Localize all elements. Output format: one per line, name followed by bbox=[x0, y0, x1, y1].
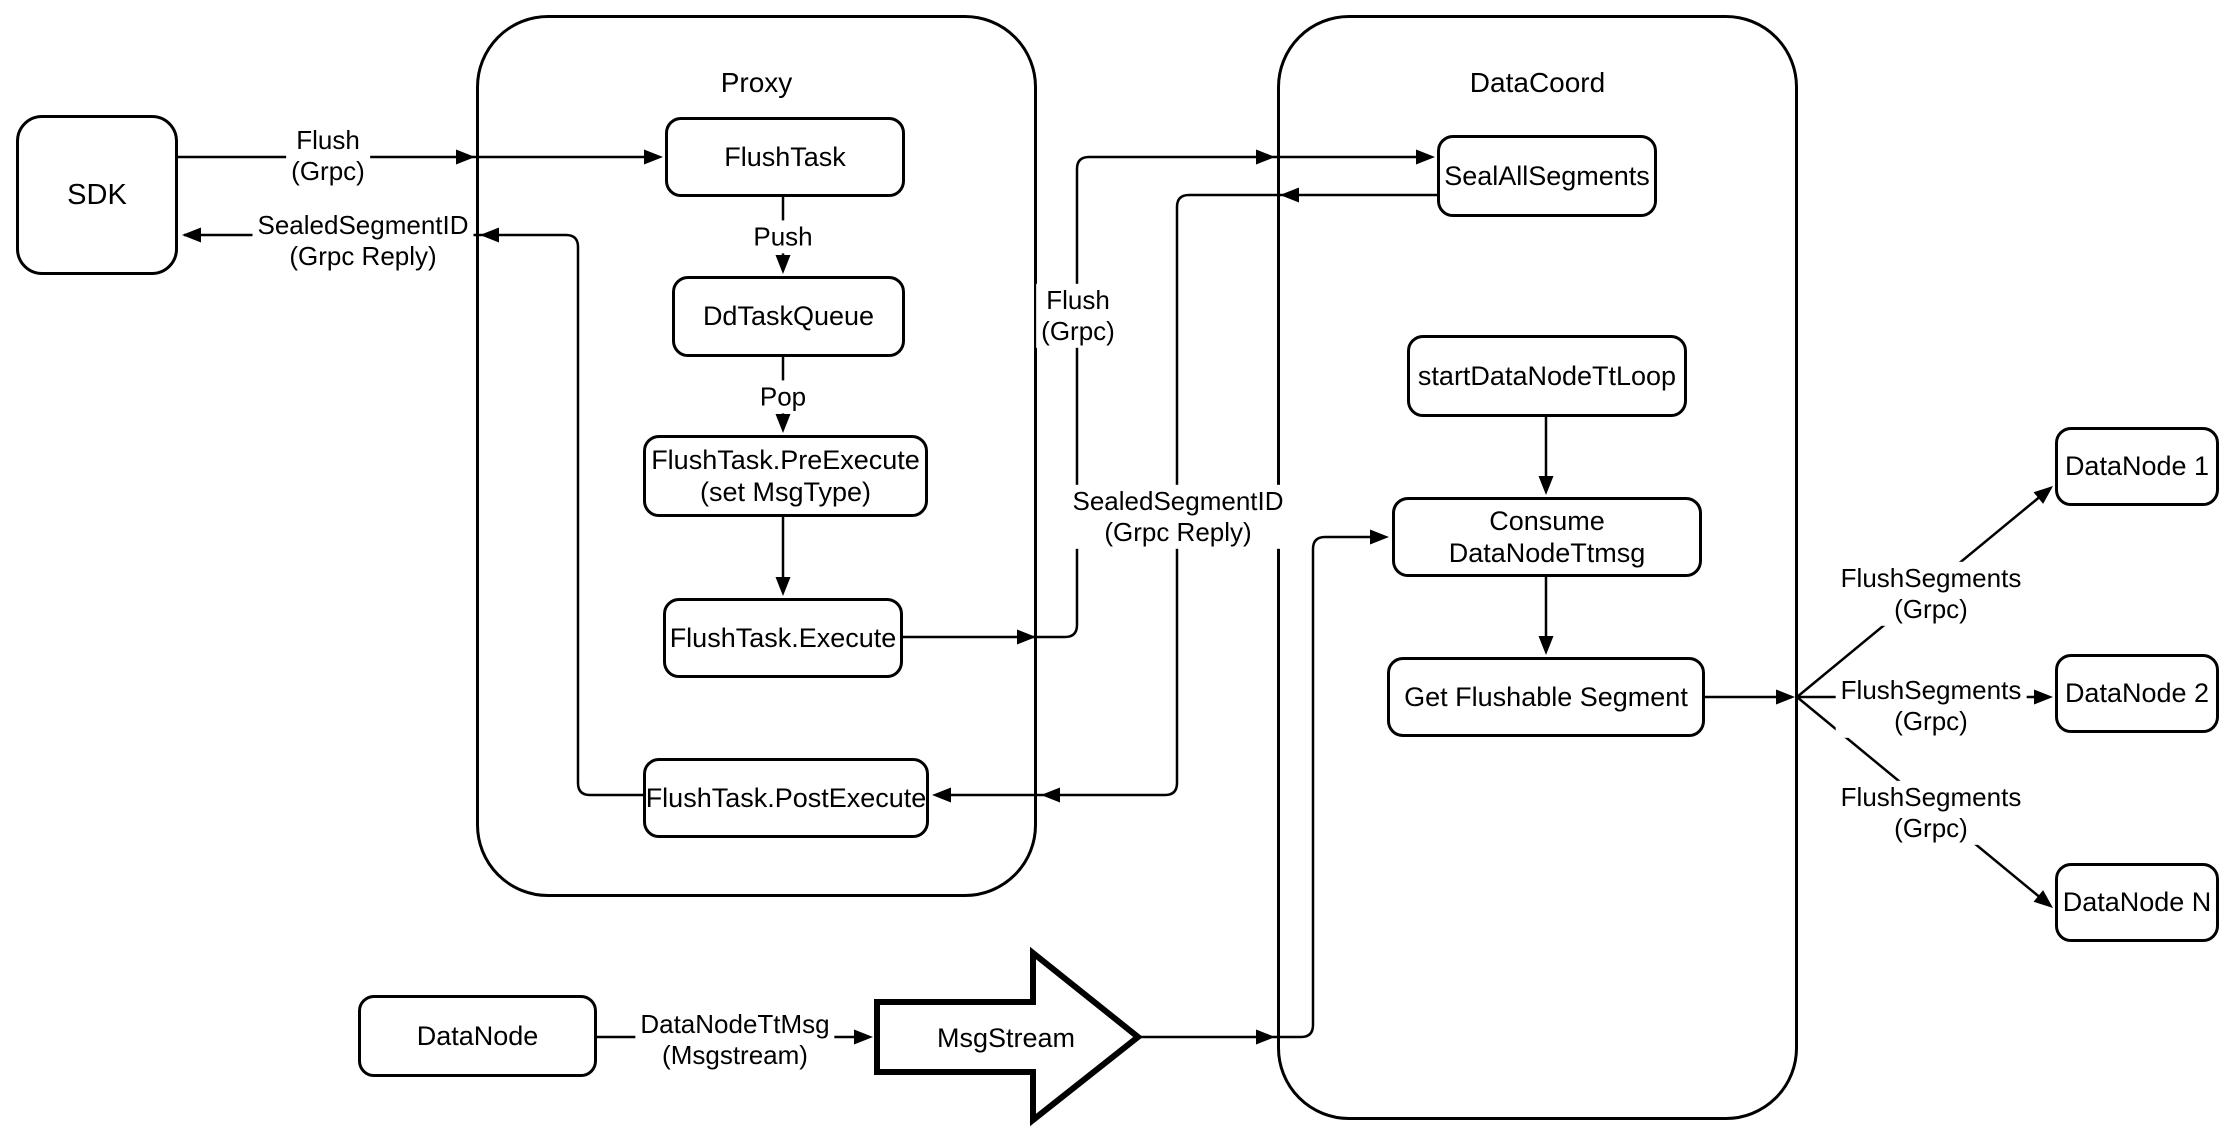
arrowhead bbox=[2033, 486, 2053, 504]
node-datanode-n: DataNode N bbox=[2055, 863, 2219, 942]
label-push: Push bbox=[748, 220, 818, 254]
arrowhead bbox=[456, 149, 475, 165]
arrowheads bbox=[182, 149, 2053, 1045]
label-datanode-tt-msg: DataNodeTtMsg (Msgstream) bbox=[635, 1007, 835, 1073]
node-flushtask-execute: FlushTask.Execute bbox=[663, 598, 903, 678]
node-consume-datanode-ttmsg: Consume DataNodeTtmsg bbox=[1392, 497, 1702, 577]
arrowhead bbox=[854, 1029, 873, 1045]
node-datanode-source: DataNode bbox=[358, 995, 597, 1077]
edge-msgstream-to-consume bbox=[1138, 535, 1385, 1039]
edge-postexecute-to-sdk bbox=[184, 233, 645, 797]
arrowhead bbox=[1538, 636, 1554, 655]
arrowhead bbox=[1280, 187, 1299, 203]
node-get-flushable-segment: Get Flushable Segment bbox=[1387, 657, 1705, 737]
label-sealed-segment-id-sdk: SealedSegmentID (Grpc Reply) bbox=[252, 208, 474, 274]
arrowhead bbox=[1017, 629, 1036, 645]
node-msgstream-label: MsgStream bbox=[936, 1022, 1076, 1053]
node-sdk: SDK bbox=[16, 115, 178, 275]
label-sealed-segment-id-reply: SealedSegmentID (Grpc Reply) bbox=[1067, 484, 1289, 550]
node-start-datanode-tt-loop: startDataNodeTtLoop bbox=[1407, 335, 1687, 417]
arrowhead bbox=[182, 227, 201, 243]
arrowhead bbox=[1256, 1029, 1275, 1045]
arrowhead bbox=[1041, 787, 1060, 803]
node-flush-task: FlushTask bbox=[665, 117, 905, 197]
node-flushtask-preexecute: FlushTask.PreExecute (set MsgType) bbox=[643, 435, 928, 517]
label-pop: Pop bbox=[754, 380, 812, 414]
proxy-container: Proxy bbox=[476, 15, 1037, 897]
node-flushtask-postexecute: FlushTask.PostExecute bbox=[643, 758, 929, 838]
arrowhead bbox=[1538, 476, 1554, 495]
label-flush-segments-3: FlushSegments (Grpc) bbox=[1835, 780, 2027, 846]
arrowhead bbox=[1256, 149, 1275, 165]
arrowhead bbox=[775, 255, 791, 274]
arrowhead bbox=[644, 149, 663, 165]
label-flush-grpc-mid: Flush (Grpc) bbox=[1036, 283, 1120, 349]
arrowhead bbox=[775, 577, 791, 596]
node-datanode-1: DataNode 1 bbox=[2055, 427, 2219, 506]
arrowhead bbox=[775, 414, 791, 433]
edge-execute-to-sealallsegments bbox=[903, 155, 1431, 639]
arrowhead bbox=[1370, 529, 1389, 545]
datacoord-container-title: DataCoord bbox=[1469, 67, 1606, 98]
arrowhead bbox=[480, 227, 499, 243]
node-dd-task-queue: DdTaskQueue bbox=[672, 276, 905, 357]
proxy-container-title: Proxy bbox=[720, 67, 793, 98]
arrowhead bbox=[1776, 689, 1795, 705]
arrowhead bbox=[2033, 890, 2053, 908]
node-seal-all-segments: SealAllSegments bbox=[1437, 135, 1657, 217]
msgstream-arrow-shape bbox=[874, 946, 1143, 1127]
datacoord-container: DataCoord bbox=[1277, 15, 1798, 1120]
label-flush-grpc-sdk: Flush (Grpc) bbox=[286, 123, 370, 189]
label-flush-segments-1: FlushSegments (Grpc) bbox=[1835, 561, 2027, 627]
node-datanode-2: DataNode 2 bbox=[2055, 654, 2219, 733]
label-flush-segments-2: FlushSegments (Grpc) bbox=[1835, 673, 2027, 739]
arrowhead bbox=[2034, 689, 2053, 705]
arrowhead bbox=[932, 787, 951, 803]
arrowhead bbox=[1416, 149, 1435, 165]
